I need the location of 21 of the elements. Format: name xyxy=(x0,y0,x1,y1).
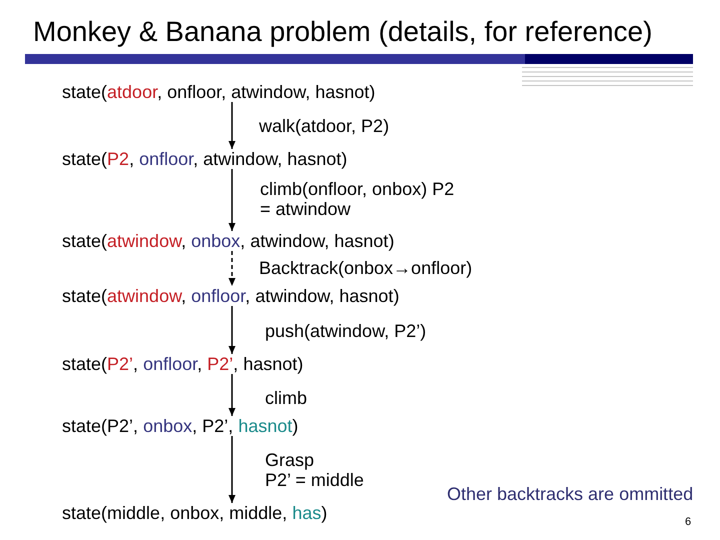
state-text: state(atwindow, onbox, atwindow, hasnot) xyxy=(62,231,394,251)
state-text: state(atwindow, onfloor, atwindow, hasnot) xyxy=(62,286,400,306)
edge-label: climb xyxy=(265,388,308,408)
state-text: state(atdoor, onfloor, atwindow, hasnot) xyxy=(62,82,376,102)
arrow xyxy=(228,374,236,416)
arrow xyxy=(228,102,236,149)
arrow xyxy=(228,306,236,354)
slide-title: Monkey & Banana problem (details, for reference) xyxy=(33,15,652,49)
edge-label: walk(atdoor, P2) xyxy=(259,116,390,136)
dashed-arrow xyxy=(228,251,236,286)
state-text: state(middle, onbox, middle, has) xyxy=(62,503,328,523)
state-text: state(P2’, onfloor, P2’, hasnot) xyxy=(62,354,304,374)
state-text: state(P2, onfloor, atwindow, hasnot) xyxy=(62,149,348,169)
page-number: 6 xyxy=(685,515,692,529)
note-text: Other backtracks are ommitted xyxy=(447,484,694,504)
edge-label: push(atwindow, P2’) xyxy=(265,321,428,341)
arrow xyxy=(228,169,236,231)
edge-label: Backtrack(onbox→onfloor) xyxy=(259,258,474,278)
edge-label: climb(onfloor, onbox) P2 = atwindow xyxy=(260,179,456,219)
arrow xyxy=(228,436,236,503)
state-text: state(P2’, onbox, P2’, hasnot) xyxy=(62,416,298,436)
